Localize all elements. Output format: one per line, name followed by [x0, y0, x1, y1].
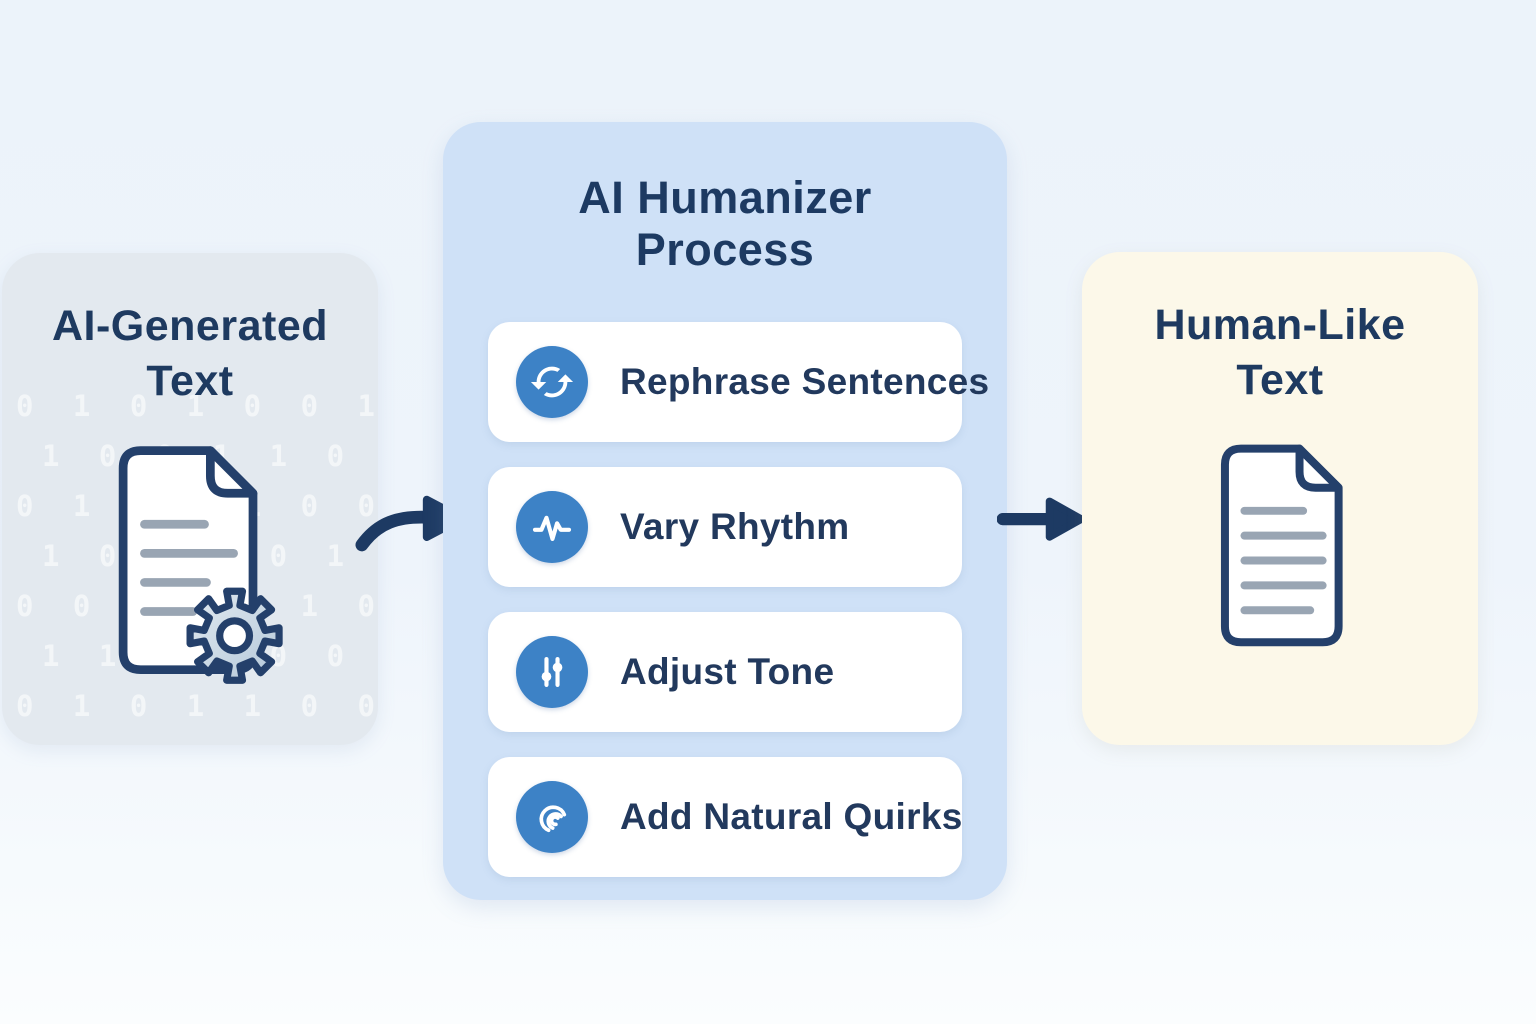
left-panel-title: AI-Generated Text: [51, 302, 328, 406]
process-panel-title: AI Humanizer Process: [578, 172, 872, 275]
ai-generated-text-panel: 0 1 0 1 0 0 1 0 1 0 0 1 1 0 1 1 0 1 1 0 …: [2, 253, 378, 745]
step-card-vary-rhythm: Vary Rhythm: [488, 467, 962, 587]
sync-icon: [516, 346, 588, 418]
step-label: Vary Rhythm: [620, 506, 850, 547]
step-label: Rephrase Sentences: [620, 361, 990, 402]
arrow-right-icon: [997, 497, 1086, 541]
document-icon: [1191, 438, 1369, 665]
step-label: Add Natural Quirks: [620, 796, 963, 837]
fingerprint-icon: [516, 781, 588, 853]
binary-row: 0 1 0 1 1 0 0 1: [16, 689, 378, 723]
gear-icon: [186, 587, 283, 684]
step-label: Adjust Tone: [620, 651, 835, 692]
step-card-rephrase: Rephrase Sentences: [488, 322, 989, 442]
sliders-icon: [516, 636, 588, 708]
right-panel-title: Human-Like Text: [1154, 301, 1406, 405]
ai-humanizer-process-panel: AI Humanizer Process Rephrase Sentences …: [443, 122, 1007, 900]
binary-row: 0 1 0 1 0 0 1 0: [16, 389, 378, 423]
waveform-icon: [516, 491, 588, 563]
step-card-adjust-tone: Adjust Tone: [488, 612, 962, 732]
human-like-text-panel: Human-Like Text: [1082, 252, 1478, 745]
step-card-add-quirks: Add Natural Quirks: [488, 757, 962, 877]
document-gear-icon: [88, 439, 292, 696]
